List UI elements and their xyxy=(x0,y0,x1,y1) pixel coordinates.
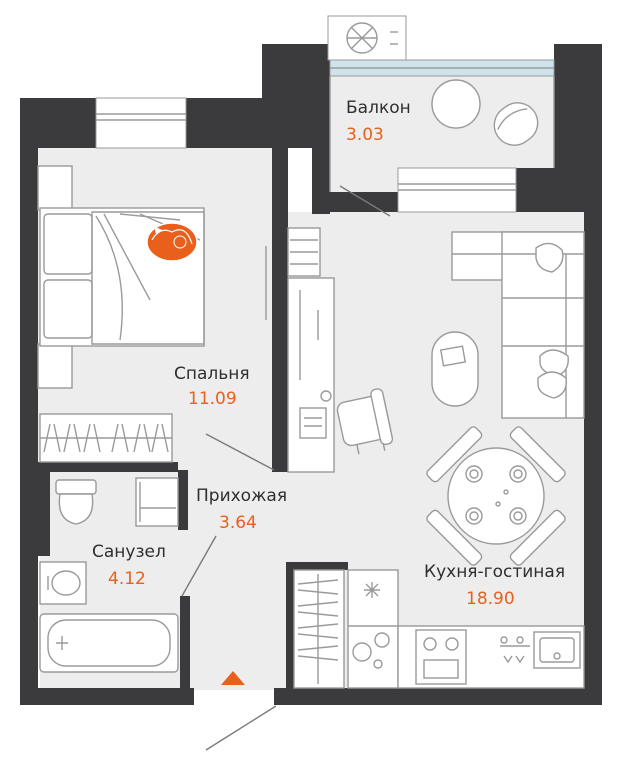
entrance xyxy=(205,671,277,751)
hangers xyxy=(297,579,339,661)
cat-icon xyxy=(146,222,198,262)
balcony-furniture xyxy=(431,79,539,146)
coffee-table xyxy=(431,331,479,407)
windows xyxy=(95,59,555,213)
room-labels: Балкон 3.03 Спальня 11.09 Прихожая 3.64 … xyxy=(92,98,565,609)
window-balcony xyxy=(329,59,555,77)
bathroom-fixtures xyxy=(39,477,217,673)
desk-area xyxy=(287,227,394,473)
sofa xyxy=(451,231,585,419)
room-name-bathroom: Санузел xyxy=(92,542,166,562)
room-name-hallway: Прихожая xyxy=(196,486,287,506)
entrance-arrow-icon xyxy=(221,671,245,685)
room-area-bedroom: 11.09 xyxy=(188,389,237,409)
room-name-bedroom: Спальня xyxy=(174,364,250,384)
dining-set xyxy=(426,426,566,566)
kitchen-units xyxy=(347,569,585,689)
room-area-balcony: 3.03 xyxy=(346,125,384,145)
walls xyxy=(20,44,602,705)
room-area-bathroom: 4.12 xyxy=(108,569,146,589)
hangers xyxy=(43,423,169,453)
window-living xyxy=(397,167,517,213)
balcony-door-swing xyxy=(339,185,391,217)
window-bedroom xyxy=(95,97,187,149)
air-conditioner-icon xyxy=(327,15,407,61)
room-name-kitchen: Кухня-гостиная xyxy=(424,562,565,582)
hall-wardrobe xyxy=(293,569,345,689)
room-name-balcony: Балкон xyxy=(346,98,411,118)
room-area-kitchen: 18.90 xyxy=(466,589,515,609)
room-area-hallway: 3.64 xyxy=(219,513,257,533)
